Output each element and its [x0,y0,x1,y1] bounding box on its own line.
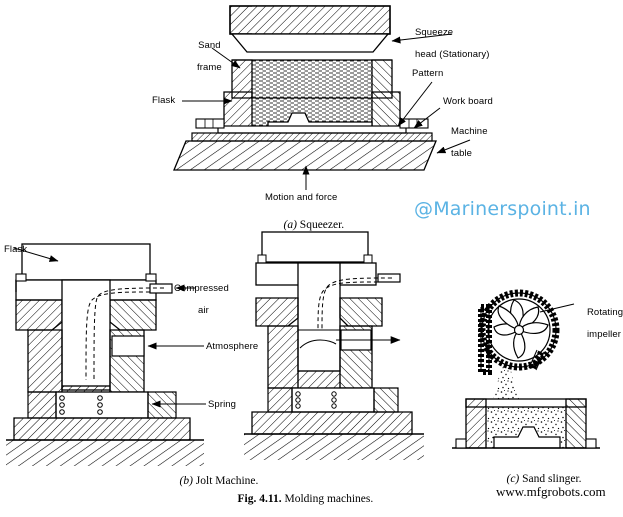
caption-c-text: Sand slinger. [519,473,582,485]
caption-b: (b) Jolt Machine. [168,463,259,499]
label-compressed-air: Compressed air [163,272,229,327]
slinger-mold-box [452,398,600,449]
caption-a: (a) Squeezer. [272,207,345,243]
leaders-squeezer [182,33,471,190]
leaders-slinger [539,303,575,313]
panel-squeezer [173,5,471,190]
caption-c: (c) Sand slinger. [495,461,582,497]
label-machine-table: Machine table [440,115,488,170]
label-compressed-air-line1: Compressed [173,283,229,294]
panel-jolt-left [6,243,206,466]
source-url: www.mfgrobots.com [496,484,606,499]
caption-a-letter: (a) [283,219,297,231]
label-flask-a: Flask [152,95,176,106]
label-sand-frame: Sand frame [186,29,222,84]
label-sand-frame-line1: Sand [198,40,221,51]
caption-a-text: Squeezer. [296,219,345,231]
figure-caption: Fig. 4.11. Molding machines. [226,481,374,517]
label-compressed-air-line2: air [197,305,209,316]
rotating-impeller-part [493,299,549,359]
watermark-handle: @Marinerspoint.in [414,198,591,220]
label-spring: Spring [208,399,237,410]
spring-chamber-left [55,391,149,419]
label-rotating-impeller-line2: impeller [586,329,622,340]
leaders-jolt-left [13,247,206,408]
label-pattern: Pattern [412,68,444,79]
caption-b-text: Jolt Machine. [192,475,259,487]
panel-jolt-right [244,231,424,460]
label-rotating-impeller-line1: Rotating [586,307,623,318]
caption-b-letter: (b) [179,475,193,487]
figure-number: Fig. 4.11. [237,493,282,505]
jolt-ground-left [6,439,204,466]
atmosphere-port-left [111,335,145,357]
sand-feed-chutes [478,304,545,375]
machine-table-part [173,132,437,171]
label-motion-and-force: Motion and force [265,192,338,203]
label-sand-frame-line2: frame [196,62,222,73]
compressed-air-inlet-left [85,283,173,381]
label-machine-table-line1: Machine [450,126,488,137]
label-atmosphere: Atmosphere [206,341,259,352]
figure-page: Squeeze head (Stationary) Sand frame Fla… [4,5,623,505]
label-squeeze-head-line2: head (Stationary) [414,49,490,60]
jolt-plunger-right [297,262,341,372]
label-work-board: Work board [443,96,493,107]
label-flask-b: Flask [4,244,28,255]
sand-fill [252,60,372,132]
figure-title: Molding machines. [281,493,374,505]
panel-sand-slinger [452,289,600,449]
squeeze-head-part [229,5,391,53]
jolt-flask-box [21,243,151,281]
sand-stream [492,366,520,404]
caption-c-letter: (c) [506,473,520,485]
label-squeeze-head: Squeeze head (Stationary) [404,16,490,71]
label-rotating-impeller: Rotating impeller [576,296,623,351]
jolt-base-left [13,391,191,441]
label-squeeze-head-line1: Squeeze [414,27,454,38]
jolt-flask-box-right [261,231,369,263]
label-machine-table-line2: table [450,148,473,159]
molding-machines-figure [6,5,600,466]
